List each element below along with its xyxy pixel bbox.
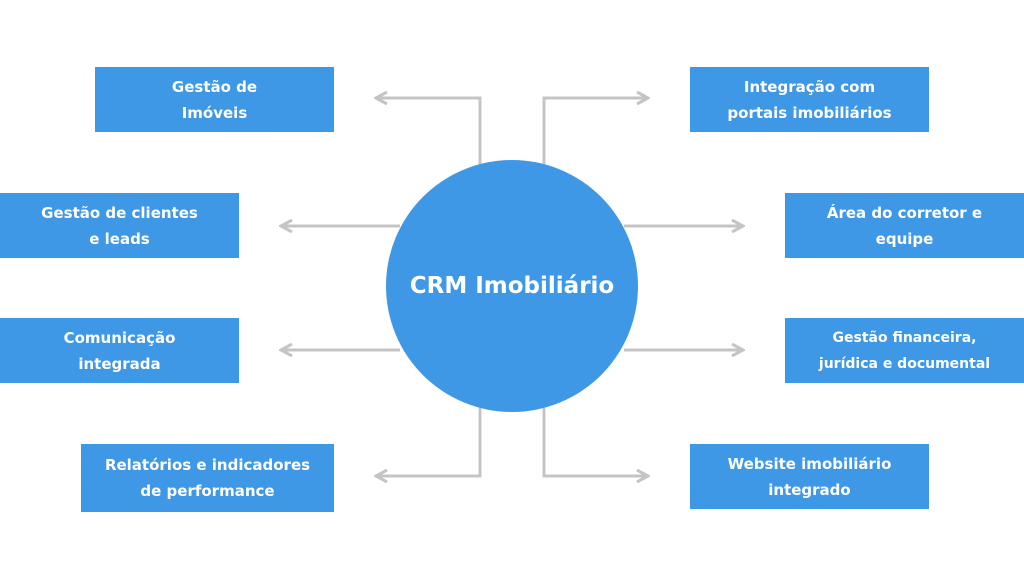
node-website: Website imobiliário integrado bbox=[690, 444, 929, 509]
node-gestao-imoveis: Gestão de Imóveis bbox=[95, 67, 334, 132]
connector-gestao-imoveis bbox=[376, 98, 482, 166]
node-comunicacao: Comunicação integrada bbox=[0, 318, 239, 383]
node-gestao-clientes: Gestão de clientes e leads bbox=[0, 193, 239, 258]
node-area-corretor: Área do corretor e equipe bbox=[785, 193, 1024, 258]
node-relatorios: Relatórios e indicadores de performance bbox=[81, 444, 334, 512]
node-integracao-portais: Integração com portais imobiliários bbox=[690, 67, 929, 132]
node-gestao-financeira: Gestão financeira, jurídica e documental bbox=[785, 318, 1024, 383]
connector-relatorios bbox=[376, 406, 482, 476]
connector-integracao-portais bbox=[542, 98, 648, 166]
center-node-label: CRM Imobiliário bbox=[409, 273, 615, 299]
center-node: CRM Imobiliário bbox=[386, 160, 638, 412]
connector-website bbox=[542, 406, 648, 476]
